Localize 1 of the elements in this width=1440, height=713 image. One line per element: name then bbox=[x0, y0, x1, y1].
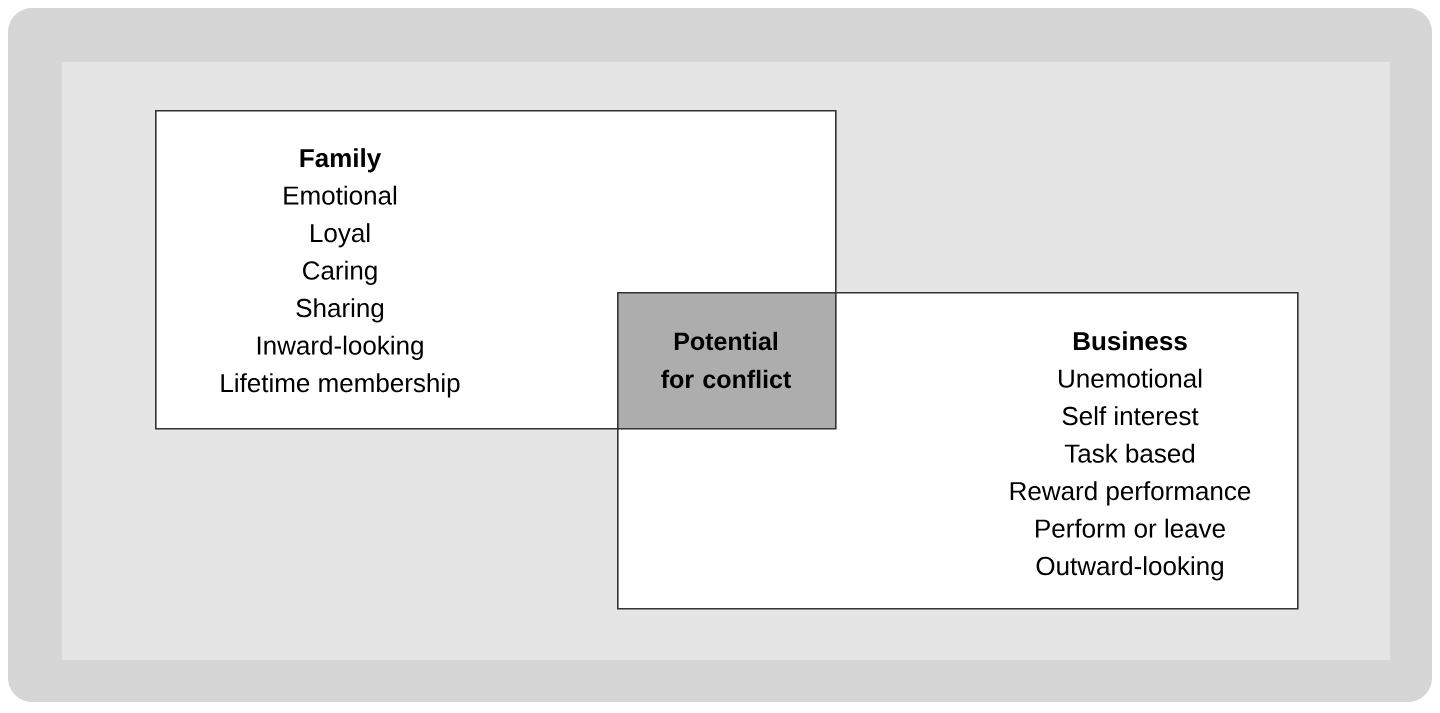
overlap-box: Potential for conflict bbox=[617, 292, 837, 430]
